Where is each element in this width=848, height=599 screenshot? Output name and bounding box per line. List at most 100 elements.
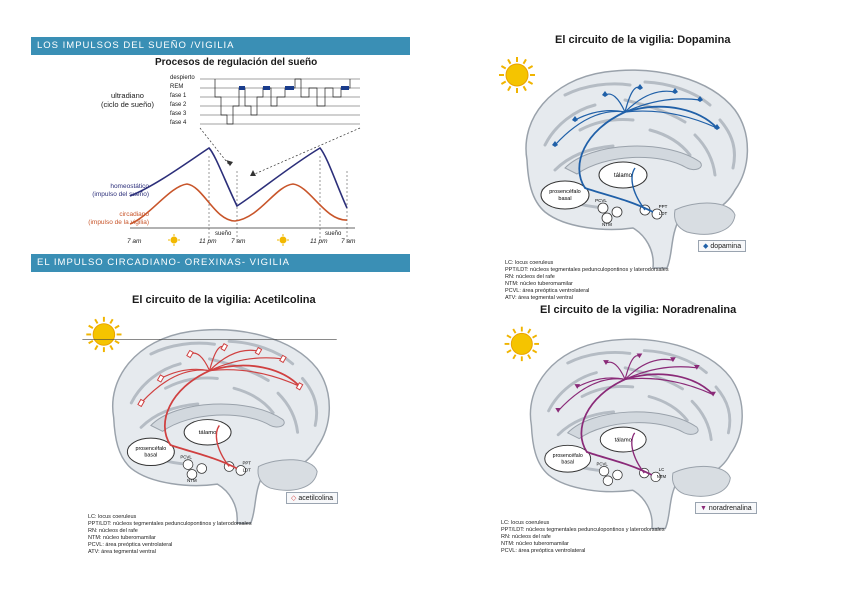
- thalamus-label: tálamo: [615, 437, 632, 443]
- brain-gyrus: [647, 395, 689, 422]
- dopamine-key-label: dopamina: [710, 243, 742, 250]
- pathway-marker: [279, 354, 287, 364]
- legend-line: RN: núcleos del rafe: [505, 274, 555, 280]
- pathway-marker: [697, 96, 703, 102]
- pathway-marker: [295, 382, 304, 391]
- legend-line: PCVL: área preóptica ventrolateral: [501, 548, 586, 554]
- stage-label: despierto: [170, 75, 195, 81]
- circadian-label-line: circadiano: [119, 211, 149, 218]
- pathway-branch: [624, 110, 718, 129]
- acetylcholine-key: ◇ acetilcolina: [286, 492, 338, 504]
- acetylcholine-key-marker-icon: ◇: [291, 495, 297, 502]
- sun-icon: [504, 326, 540, 362]
- sun-ray: [512, 354, 517, 360]
- pathway-branch: [605, 361, 626, 380]
- sleep-regulation-chart: Procesos de regulación del sueño: [75, 56, 365, 251]
- legend-line: PPT/LDT: núcleos tegmentales pedunculopo…: [505, 267, 669, 273]
- brain-gyrus: [164, 376, 219, 390]
- sun-ray: [527, 328, 532, 334]
- cerebellum: [672, 465, 731, 497]
- pathway-branch: [209, 349, 259, 372]
- pathway-marker: [156, 374, 165, 383]
- pathway-marker: [137, 398, 145, 408]
- noradrenaline-title: El circuito de la vigilia: Noradrenalina: [540, 304, 737, 316]
- nucleus: [235, 465, 247, 476]
- brain-gyrus: [556, 410, 616, 437]
- nucleus: [612, 469, 623, 481]
- nucleus-label: LC: [659, 467, 665, 472]
- noradrenaline-panel: El circuito de la vigilia: Noradrenalina…: [495, 300, 760, 565]
- stage-label: fase 2: [170, 102, 187, 108]
- pathway-marker: [602, 91, 608, 97]
- pathway-branch: [624, 90, 676, 113]
- banner-sleep: LOS IMPULSOS DEL SUEÑO /VIGILIA: [31, 37, 410, 55]
- brain-gyrus: [232, 386, 275, 415]
- sun-ray: [506, 334, 512, 339]
- ultradian-label-line: (ciclo de sueño): [101, 100, 154, 109]
- brain-gyrus: [301, 377, 319, 427]
- sun-ray: [88, 324, 94, 329]
- nucleus-label: NTM: [657, 474, 667, 479]
- time-label: 11 pm: [199, 238, 217, 245]
- brain-gyrus: [578, 118, 635, 132]
- homeostatic-label: homeostático (impulso del sueño): [75, 183, 149, 199]
- brain-gyrus: [623, 366, 684, 391]
- pathway-marker: [637, 84, 643, 90]
- dopamine-key: ◆ dopamina: [698, 240, 747, 252]
- dopamine-key-marker-icon: ◆: [703, 243, 709, 250]
- brain-gyrus: [648, 128, 692, 157]
- brain-gyrus: [580, 385, 635, 398]
- homeostatic-label-line: (impulso del sueño): [92, 191, 149, 198]
- sun-ray: [500, 80, 507, 85]
- brain-gyrus: [543, 103, 597, 147]
- brain-gyrus: [227, 339, 295, 366]
- sleep-chart-title: Procesos de regulación del sueño: [155, 57, 318, 68]
- corpus-callosum: [564, 145, 702, 175]
- pathway-marker: [574, 384, 581, 389]
- pathway-branch: [624, 98, 701, 113]
- forebrain-label: basal: [558, 196, 571, 202]
- forebrain-label: prosencéfalo: [553, 453, 583, 459]
- pathway-marker: [552, 141, 558, 147]
- legend-line: LC: locus coeruleus: [505, 260, 554, 266]
- brain-gyrus: [690, 399, 713, 441]
- brain-gyrus: [718, 118, 736, 170]
- pathway-branch: [160, 368, 210, 379]
- pathway-marker: [555, 408, 562, 413]
- pathway-branch: [624, 366, 697, 380]
- pathway-marker: [254, 346, 263, 356]
- nucleus: [182, 459, 194, 470]
- brain-gyrus: [149, 341, 216, 356]
- pathway-main: [578, 105, 718, 213]
- sun-ray: [527, 354, 532, 360]
- sun-disc: [510, 332, 533, 355]
- sun-ray: [532, 349, 538, 354]
- sun-ray: [507, 85, 512, 92]
- brain-gyrus: [129, 362, 182, 405]
- sun-ray: [527, 80, 534, 85]
- legend-line: PCVL: área preóptica ventrolateral: [88, 542, 173, 548]
- nucleus: [196, 463, 208, 474]
- forebrain-label: prosencéfalo: [549, 189, 581, 195]
- pathway-marker: [636, 353, 643, 359]
- pathway-marker: [670, 357, 676, 363]
- thalamus-label: tálamo: [614, 173, 633, 179]
- brain-gyrus: [276, 391, 300, 434]
- sun-ray: [94, 344, 99, 351]
- brain-gyrus: [563, 82, 632, 97]
- thalamus-label: tálamo: [199, 430, 217, 436]
- forebrain-label: prosencéfalo: [135, 446, 166, 452]
- nucleus: [597, 202, 609, 214]
- sleep-label: sueño: [215, 231, 232, 237]
- legend-line: NTM: núcleo tuberomamilar: [501, 541, 569, 547]
- pathway-branch: [624, 358, 674, 380]
- sun-ray: [527, 65, 534, 70]
- pathway-branch: [625, 377, 714, 396]
- sun-icon: [168, 234, 180, 246]
- pathway-branch: [631, 167, 646, 211]
- legend-line: RN: núcleos del rafe: [88, 528, 138, 534]
- sun-ray: [114, 339, 120, 345]
